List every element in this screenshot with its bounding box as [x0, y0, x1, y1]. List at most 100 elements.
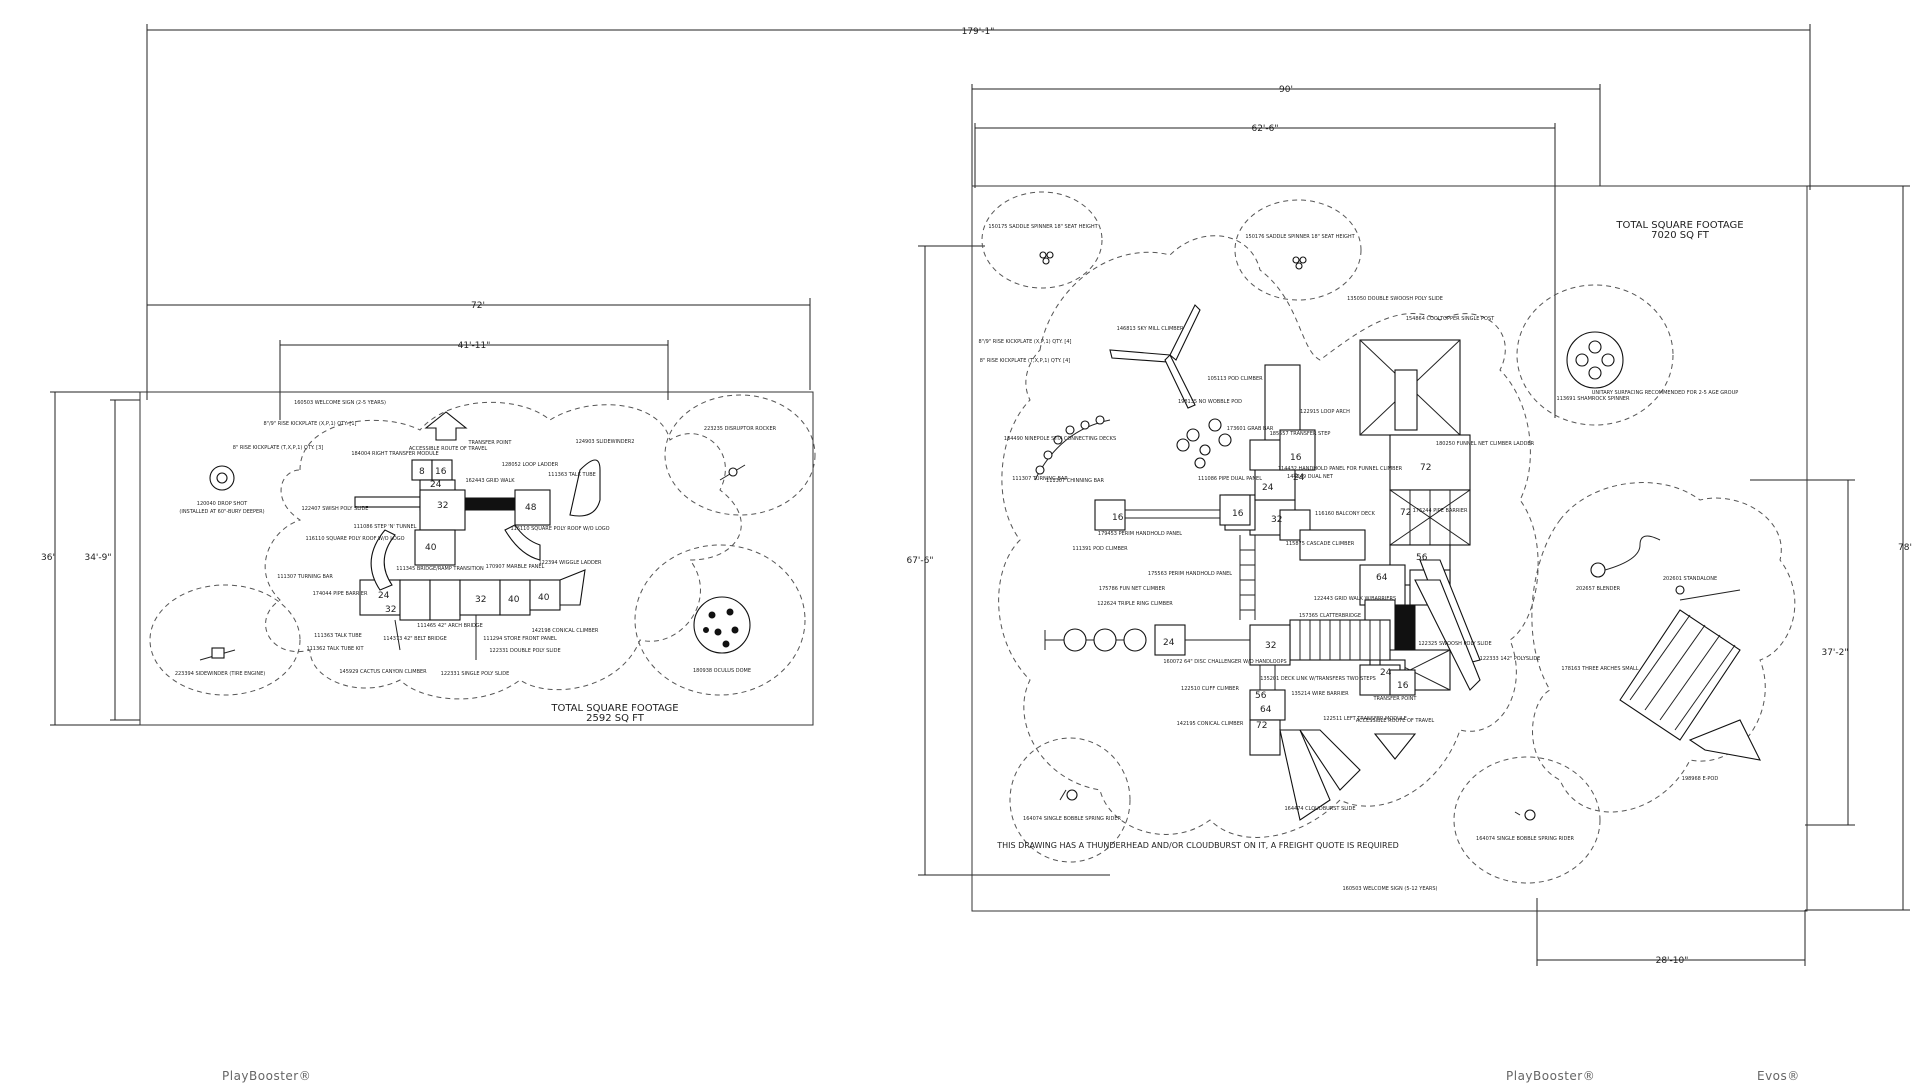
right-spring-zone-a [1009, 737, 1131, 863]
right-deck-link-label: 135201 DECK LINK W/TRANSFERS TWO STEPS [1260, 676, 1376, 682]
right-kickplate-label: 8" RISE KICKPLATE (T,X,P,1) QTY. [4] [980, 358, 1070, 364]
right-blender-label: 202657 BLENDER [1576, 586, 1621, 592]
right-deck-number: 16 [1397, 681, 1409, 691]
right-deck-number: 72 [1420, 463, 1431, 473]
left-welcome-sign-label: 160503 WELCOME SIGN (2-5 YEARS) [294, 400, 386, 406]
right-pipe-panel-label: 111086 PIPE DUAL PANEL [1198, 476, 1262, 482]
right-grid-walk-label: 122443 GRID WALK W/BARRIERS [1314, 596, 1396, 602]
pod-climber [1186, 428, 1200, 442]
right-height-label: 67'-6" [906, 556, 933, 566]
right-pipe-barrier-label: 176244 PIPE BARRIER [1413, 508, 1468, 514]
right-deck-number: 72 [1400, 508, 1411, 518]
right-main-safety-zone [998, 235, 1539, 838]
right-outer-height-label: 78' [1898, 543, 1912, 553]
right-wire-barrier-label: 135214 WIRE BARRIER [1291, 691, 1349, 697]
three-arches-icon [1619, 585, 1761, 761]
right-width-label: 90' [1279, 85, 1293, 95]
left-deck-number: 32 [437, 501, 448, 511]
right-spring-b-label: 164074 SINGLE BOBBLE SPRING RIDER [1476, 836, 1574, 842]
right-balcony-label: 116160 BALCONY DECK [1315, 511, 1376, 517]
right-deck-number: 32 [1271, 515, 1282, 525]
blender-icon [1590, 535, 1661, 578]
right-structure [1034, 339, 1481, 821]
ring-climber [1063, 628, 1087, 652]
right-spinner-zone [1516, 284, 1674, 426]
right-transfer-step-label: 185557 TRANSFER STEP [1270, 431, 1331, 437]
right-deck-number: 56 [1255, 691, 1267, 701]
right-spring-zone-b [1453, 756, 1601, 884]
left-outer-height-label: 36' [41, 553, 55, 563]
left-rocker-label: 223235 DISRUPTOR ROCKER [704, 426, 777, 432]
left-stepper-label: 111086 STEP 'N' TUNNEL [354, 524, 417, 530]
left-talk-tube [370, 529, 396, 591]
left-grid-walk-label: 162443 GRID WALK [465, 478, 515, 484]
right-transfer-label: TRANSFER POINT [1373, 696, 1418, 702]
right-arches-label: 178163 THREE ARCHES SMALL [1561, 666, 1638, 672]
right-unitary-label: UNITARY SURFACING RECOMMENDED FOR 2-5 AG… [1592, 390, 1739, 396]
saddle-spinner-icon [1039, 251, 1054, 265]
right-perim-label: 175563 PERIM HANDHOLD PANEL [1148, 571, 1232, 577]
right-shamrock-label: 113691 SHAMROCK SPINNER [1557, 396, 1630, 402]
left-deck-number: 40 [508, 595, 520, 605]
right-handholds-label: 179453 PERIM HANDHOLD PANEL [1098, 531, 1182, 537]
left-transfer-module-label: 184004 RIGHT TRANSFER MODULE [351, 451, 438, 457]
brand-right: Evos® [1757, 1069, 1800, 1083]
right-challenger-label: 160072 64" DISC CHALLENGER W/O HANDLOOPS [1163, 659, 1286, 665]
grid-walk-barrier [1394, 604, 1416, 651]
right-saddle-b-label: 150176 SADDLE SPINNER 18" SEAT HEIGHT [1245, 234, 1355, 240]
left-tube-kit-label: 111362 TALK TUBE KIT [306, 646, 364, 652]
right-sub-height-label: 37'-2" [1821, 648, 1848, 658]
left-main-safety-zone [264, 401, 742, 700]
right-pod-climber-b-label: 111391 POD CLIMBER [1072, 546, 1128, 552]
right-pod-climber-label: 105113 POD CLIMBER [1207, 376, 1263, 382]
right-deck-number: 24 [1163, 638, 1175, 648]
left-dome-safety-zone [634, 544, 806, 696]
right-cloudburst-label: 164474 CLOUDBURST SLIDE [1284, 806, 1355, 812]
left-conical-label: 142198 CONICAL CLIMBER [532, 628, 599, 634]
right-dual-net-label: 144249 DUAL NET [1287, 474, 1334, 480]
right-spring-a-label: 164074 SINGLE BOBBLE SPRING RIDER [1023, 816, 1121, 822]
left-slidewinder [569, 459, 601, 517]
right-turning-bar-label: 111307 TURNING BAR [1012, 476, 1068, 482]
left-marble-panel-label: 170907 MARBLE PANEL [486, 564, 545, 570]
cloudburst-slide [1279, 729, 1331, 821]
left-slide-b-label: 122331 DOUBLE POLY SLIDE [489, 648, 560, 654]
right-ring-climber-label: 122624 TRIPLE RING CLIMBER [1097, 601, 1173, 607]
right-epod-label: 198968 E-POD [1682, 776, 1719, 782]
right-loop-arch-label: 122915 LOOP ARCH [1300, 409, 1350, 415]
right-cool-topper-label: 154864 COOLTOPPER SINGLE POST [1406, 316, 1495, 322]
left-square-roof-label: 116110 SQUARE POLY ROOF W/O LOGO [305, 536, 404, 542]
sky-mill-icon [1109, 304, 1201, 409]
right-footage-title: TOTAL SQUARE FOOTAGE [1615, 220, 1743, 231]
left-turning-bar-label: 111307 TURNING BAR [277, 574, 333, 580]
cascade-climber [1299, 529, 1366, 561]
right-deck-number: 16 [1290, 453, 1302, 463]
right-plan-frame [971, 185, 1808, 912]
left-rocker-safety-zone [664, 394, 816, 516]
brand-left: PlayBooster® [222, 1069, 312, 1083]
spring-rider-icon [1059, 789, 1078, 801]
left-kickplate-label: 8"/9" RISE KICKPLATE (X,P,1) QTY. [1] [264, 421, 357, 427]
right-footage-value: 7020 SQ FT [1651, 230, 1710, 241]
spring-rider-icon [1514, 809, 1536, 821]
right-chinning-label: 111307 CHINNING BAR [1046, 478, 1104, 484]
left-footage-value: 2592 SQ FT [586, 713, 645, 724]
left-inner-height-label: 34'-9" [84, 553, 111, 563]
left-arch-bridge-label: 111465 42" ARCH BRIDGE [417, 623, 483, 629]
right-cascade-label: 115875 CASCADE CLIMBER [1286, 541, 1355, 547]
right-bottom-width-label: 28'-10" [1656, 956, 1689, 966]
left-grid-walk [464, 497, 516, 511]
left-storefront-label: 111294 STORE FRONT PANEL [483, 636, 557, 642]
left-sidewinder-label: 223394 SIDEWINDER (TIRE ENGINE) [175, 671, 265, 677]
left-deck-number: 24 [378, 591, 390, 601]
saddle-spinner-icon [1292, 256, 1307, 270]
left-plan: 72' 41'-11" 36' 34'-9" [41, 298, 816, 726]
left-drop-note-label: (INSTALLED AT 60"-BURY DEEPER) [179, 509, 264, 515]
left-deck-number: 40 [538, 593, 550, 603]
left-deck-number: 40 [425, 543, 437, 553]
left-route-label: ACCESSIBLE ROUTE OF TRAVEL [409, 446, 488, 452]
right-deck-number: 24 [1380, 668, 1392, 678]
left-talk-tube-label: 111363 TALK TUBE [548, 472, 596, 478]
left-route-arrow [424, 411, 468, 441]
left-ring-safety-zone [149, 584, 301, 696]
